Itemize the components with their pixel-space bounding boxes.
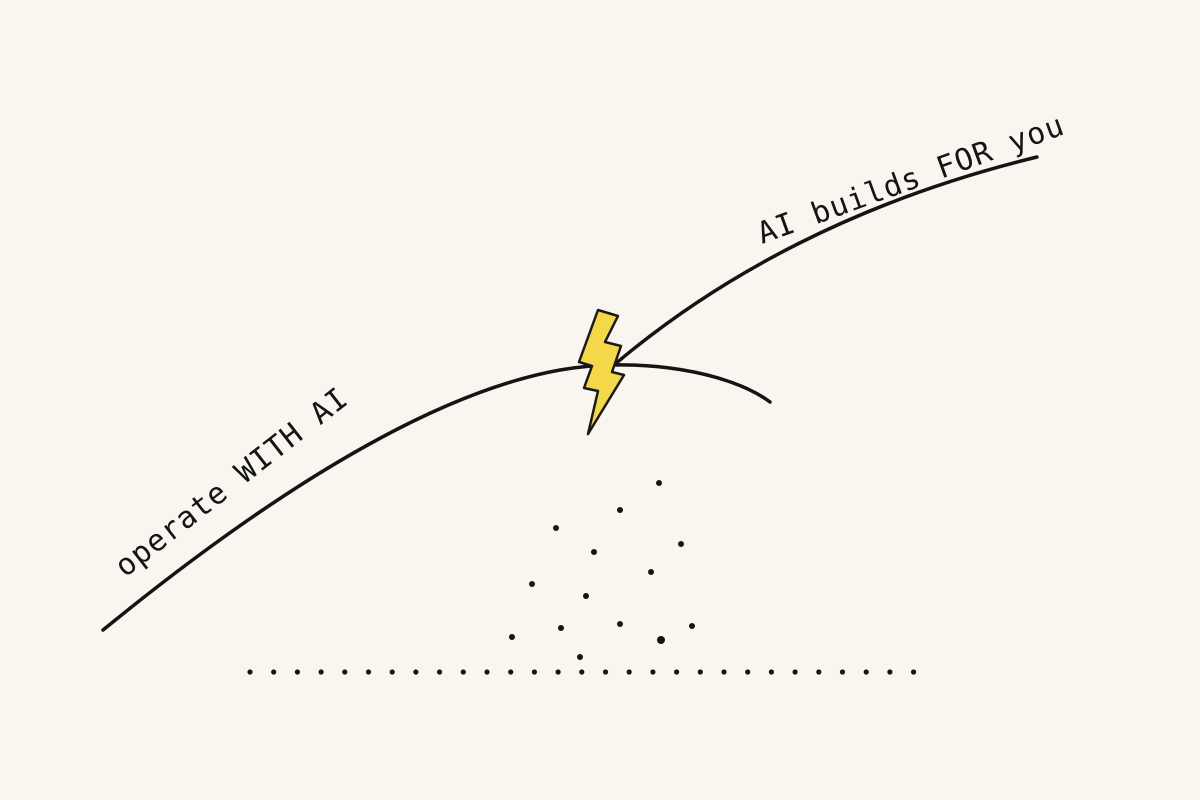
dotted-baseline — [247, 669, 917, 675]
lightning-bolt-icon — [577, 308, 626, 436]
scatter-dot — [583, 593, 589, 599]
scatter-dot — [617, 507, 623, 513]
baseline-dot — [721, 669, 727, 675]
baseline-dot — [602, 669, 609, 675]
baseline-dot — [437, 669, 443, 675]
baseline-dot — [863, 669, 869, 675]
baseline-dot — [413, 669, 419, 675]
baseline-dot — [294, 669, 300, 675]
baseline-dot — [768, 669, 775, 675]
scattered-dots — [509, 480, 695, 660]
baseline-dot — [626, 669, 632, 675]
scatter-dot — [553, 525, 559, 531]
baseline-dot — [365, 669, 372, 675]
baseline-dot — [579, 669, 585, 675]
baseline-dot — [460, 669, 466, 675]
baseline-dot — [318, 669, 324, 675]
baseline-dot — [911, 669, 917, 675]
baseline-dot — [792, 669, 798, 675]
baseline-dot — [650, 669, 656, 675]
baseline-dot — [745, 669, 751, 675]
baseline-dot — [887, 669, 893, 675]
scatter-dot — [529, 581, 535, 587]
scatter-dot — [617, 621, 623, 627]
baseline-dot — [839, 669, 846, 675]
baseline-dot — [816, 669, 822, 675]
baseline-dot — [389, 669, 395, 675]
scatter-dot — [656, 480, 662, 486]
baseline-dot — [555, 669, 561, 675]
baseline-dot — [508, 669, 514, 675]
scatter-dot — [577, 654, 583, 660]
baseline-dot — [697, 669, 703, 675]
baseline-dot — [531, 669, 538, 675]
baseline-dot — [484, 669, 490, 675]
scatter-dot — [657, 636, 665, 644]
operate-with-ai-curve — [101, 363, 772, 632]
scatter-dot — [678, 541, 684, 547]
baseline-dot — [342, 669, 348, 675]
baseline-dot — [674, 669, 680, 675]
scatter-dot — [648, 569, 654, 575]
scatter-dot — [689, 623, 695, 629]
scatter-dot — [509, 634, 515, 640]
baseline-dot — [247, 669, 253, 675]
scatter-dot — [591, 549, 597, 555]
baseline-dot — [271, 669, 277, 675]
scatter-dot — [558, 625, 564, 631]
ai-builds-for-you-curve — [612, 155, 1039, 367]
